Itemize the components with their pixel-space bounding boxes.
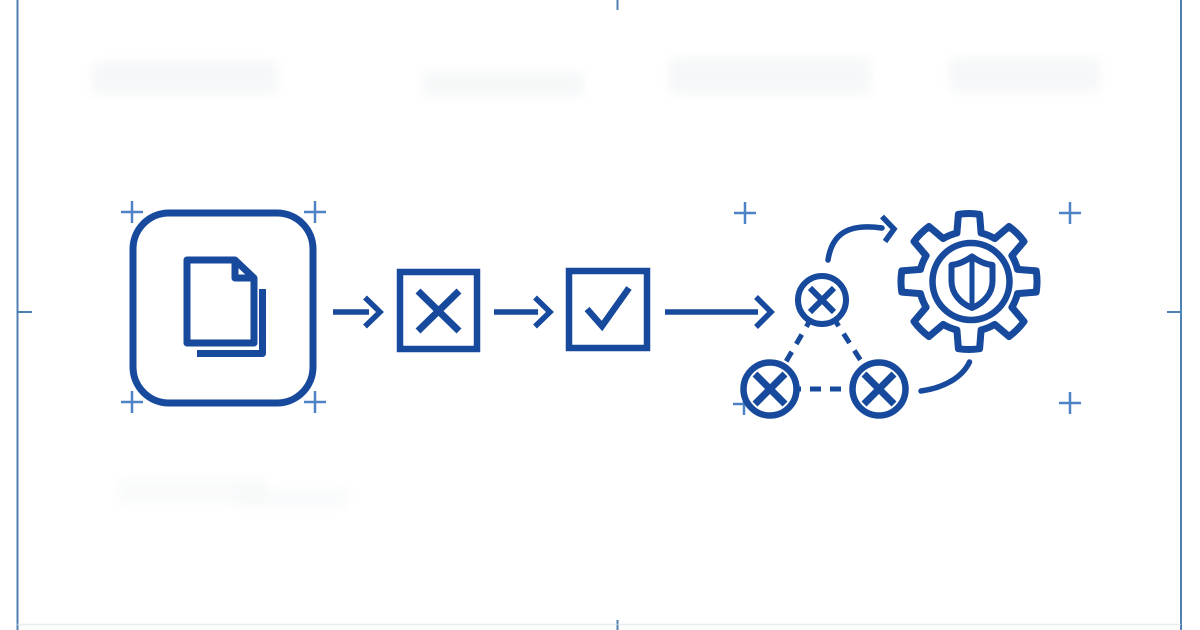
ghost-text-smudge — [950, 58, 1100, 92]
document-front-sheet — [183, 256, 258, 347]
plus-registration-mark — [121, 201, 143, 223]
x-square-box — [396, 268, 481, 353]
plus-registration-mark — [1059, 202, 1081, 224]
curved-arrow-to-gear-icon — [825, 214, 898, 263]
gear-inner-ring — [929, 239, 1013, 324]
plus-registration-mark — [304, 201, 326, 223]
document-folded-corner — [231, 260, 254, 282]
check-icon — [584, 286, 632, 332]
gear-outline — [897, 209, 1041, 354]
arrow-right-icon — [665, 295, 775, 329]
node-cluster-icon — [740, 273, 909, 419]
arrow-right-icon — [333, 295, 384, 329]
shield-icon — [948, 253, 996, 311]
gear-shield-icon — [897, 209, 1041, 354]
ghost-text-smudge — [238, 488, 348, 508]
ghost-text-smudge — [423, 72, 583, 96]
copy-document-icon — [183, 256, 266, 357]
plus-registration-mark — [734, 202, 756, 224]
node-x-mark — [861, 371, 897, 407]
blueprint-frame — [16, 0, 1182, 630]
node-x-mark — [807, 285, 837, 315]
check-square-box — [565, 267, 651, 352]
plus-registration-mark — [121, 391, 143, 413]
ghost-text-smudges — [92, 58, 1100, 508]
plus-registration-mark — [304, 391, 326, 413]
x-icon — [415, 288, 462, 334]
flow-artwork — [129, 209, 1041, 419]
arrow-right-icon — [494, 295, 554, 329]
node-x-mark — [752, 371, 788, 407]
document-source-box — [129, 209, 317, 407]
ghost-text-smudge — [670, 58, 870, 94]
curved-arc-from-gear — [918, 359, 973, 394]
plus-registration-mark — [1059, 392, 1081, 414]
ghost-text-smudge — [212, 68, 277, 94]
document-back-sheet — [197, 289, 266, 357]
